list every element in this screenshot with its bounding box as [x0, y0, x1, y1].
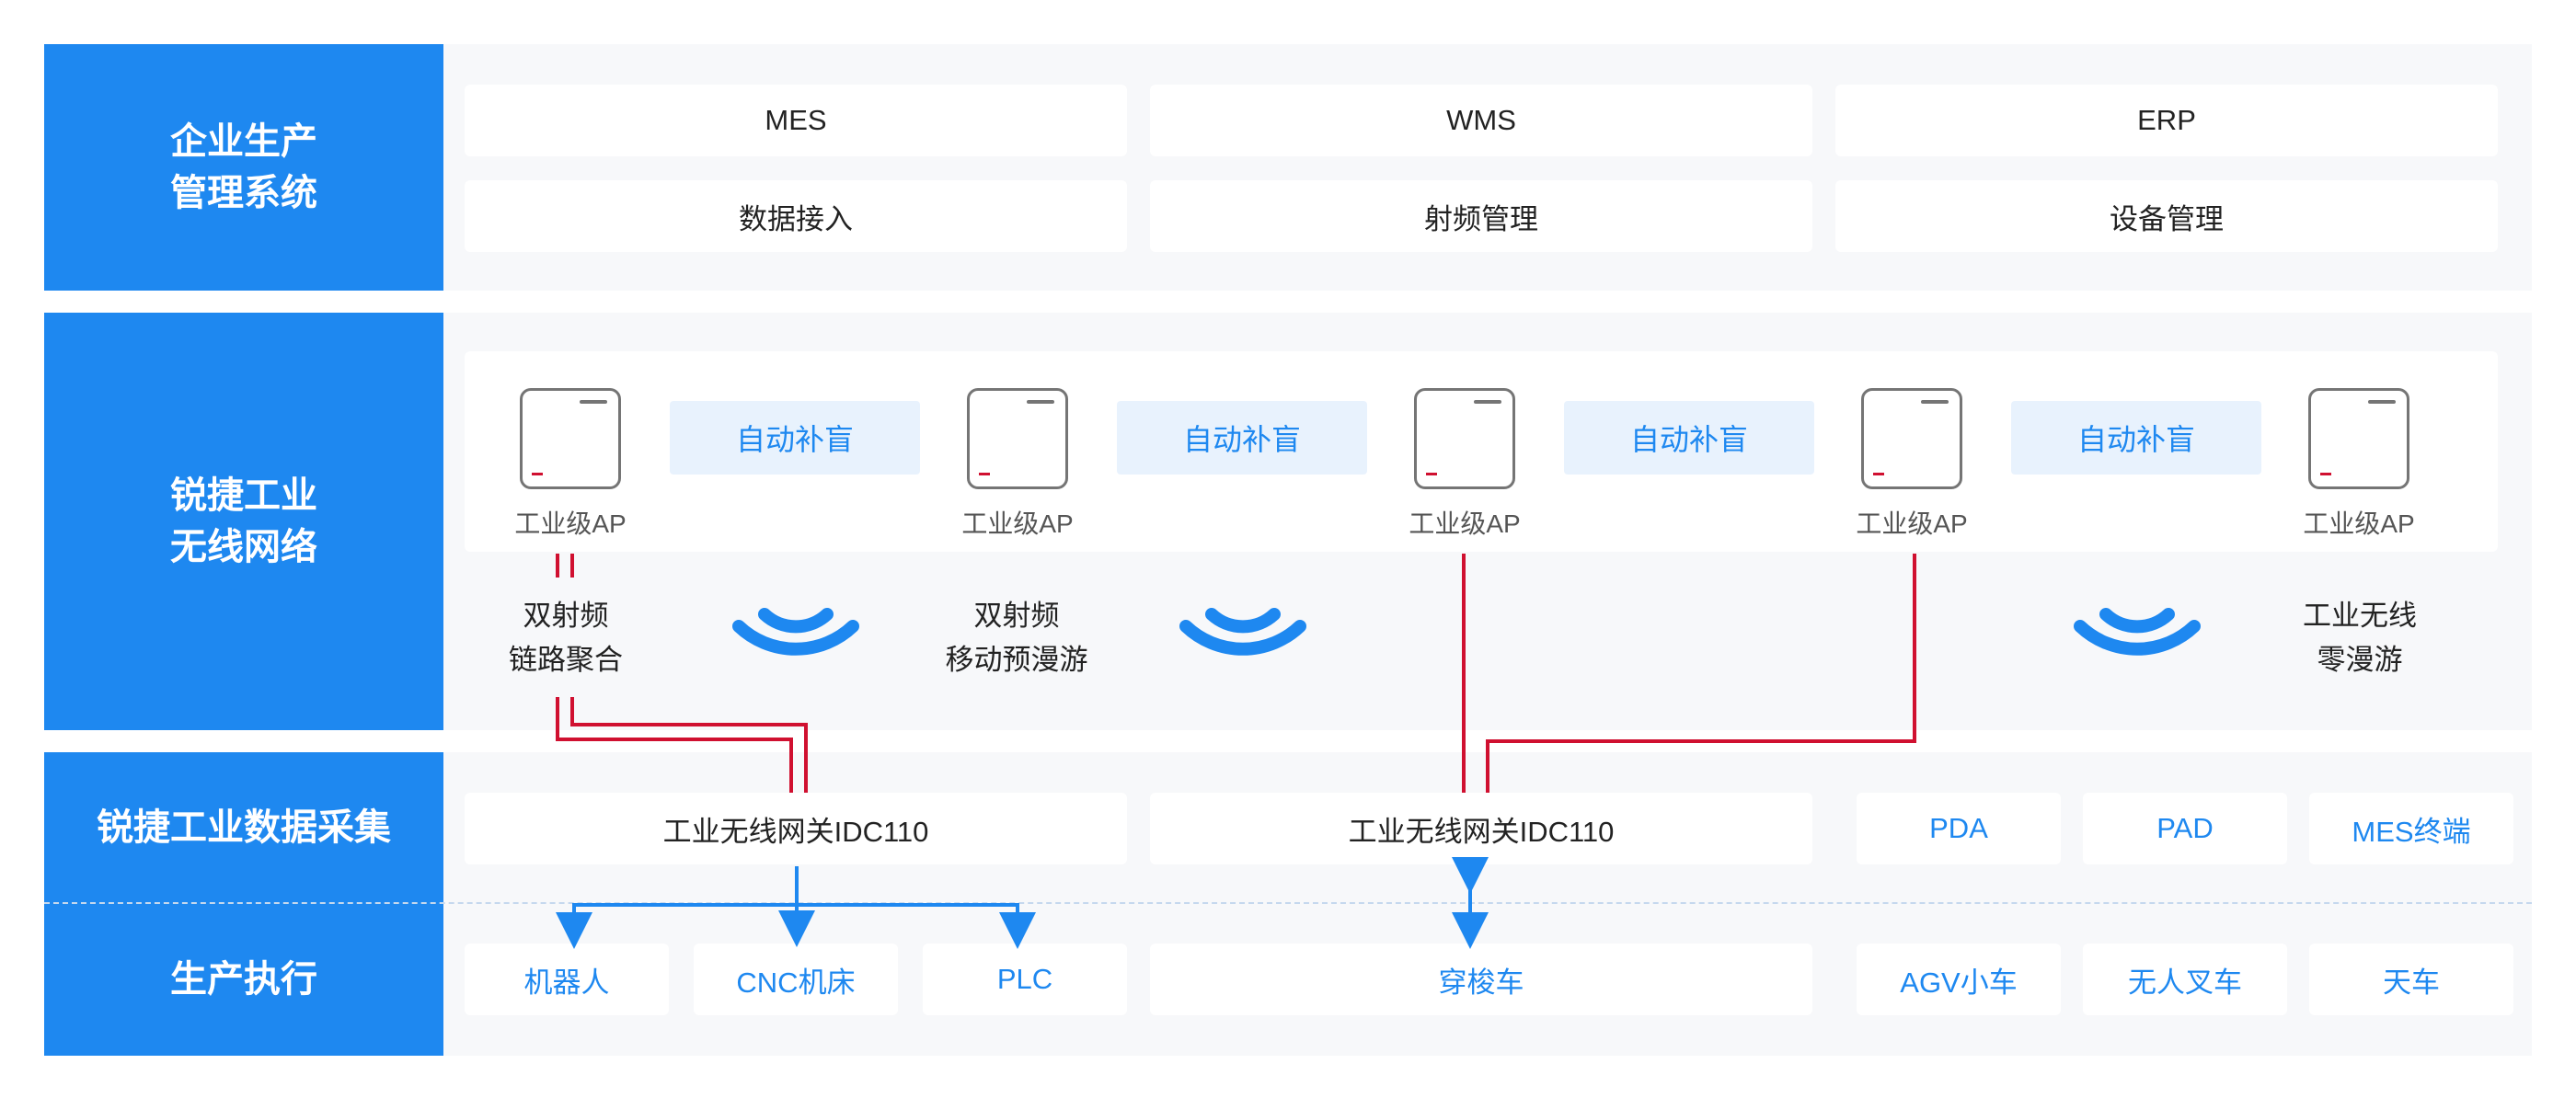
feature-pre-roaming: 双射频 移动预漫游: [915, 594, 1118, 682]
enterprise-layer-title: 企业生产 管理系统: [44, 44, 443, 291]
blue-downlink-lines: [556, 857, 1489, 949]
terminal-mes: MES终端: [2309, 793, 2513, 864]
device-cnc: CNC机床: [694, 944, 898, 1015]
ap-label: 工业级AP: [1856, 509, 1968, 538]
red-uplink-lines: [556, 554, 1916, 793]
wifi-signal-icon: [2074, 608, 2201, 656]
device-crane: 天车: [2309, 944, 2513, 1015]
system-wms: WMS: [1150, 85, 1812, 156]
auto-fill-label: 自动补盲: [1117, 401, 1367, 475]
ap-device-icon: [1414, 388, 1515, 489]
wifi-signal-icon: [732, 608, 859, 656]
enterprise-title-line1: 企业生产: [170, 121, 317, 162]
device-robot: 机器人: [465, 944, 669, 1015]
auto-fill-label: 自动补盲: [1564, 401, 1814, 475]
ap-label: 工业级AP: [514, 509, 627, 538]
ap-device-icon: [1861, 388, 1962, 489]
wireless-title-line2: 无线网络: [170, 527, 317, 567]
auto-fill-label: 自动补盲: [670, 401, 920, 475]
device-forklift: 无人叉车: [2083, 944, 2287, 1015]
wireless-layer-title: 锐捷工业 无线网络: [44, 313, 443, 730]
terminal-pda: PDA: [1857, 793, 2061, 864]
feature-link-aggregation: 双射频 链路聚合: [478, 594, 653, 682]
feature-zero-roaming: 工业无线 零漫游: [2272, 594, 2447, 682]
execution-layer-title: 生产执行: [44, 903, 443, 1056]
feature-line1: 双射频: [523, 600, 609, 632]
wireless-title-line1: 锐捷工业: [170, 475, 317, 516]
device-agv: AGV小车: [1857, 944, 2061, 1015]
function-rf-management: 射频管理: [1150, 180, 1812, 252]
ap-label: 工业级AP: [2303, 509, 2415, 538]
ap-label: 工业级AP: [961, 509, 1074, 538]
wifi-signal-icon: [1179, 608, 1306, 656]
system-mes: MES: [465, 85, 1127, 156]
device-shuttle: 穿梭车: [1150, 944, 1812, 1015]
execution-title: 生产执行: [170, 959, 317, 1000]
auto-fill-label: 自动补盲: [2011, 401, 2261, 475]
collection-title: 锐捷工业数据采集: [97, 807, 391, 848]
gateway-idc110: 工业无线网关IDC110: [1150, 793, 1812, 864]
system-erp: ERP: [1835, 85, 2498, 156]
feature-line2: 移动预漫游: [945, 644, 1088, 676]
terminal-pad: PAD: [2083, 793, 2287, 864]
feature-line1: 工业无线: [2303, 600, 2417, 632]
feature-line2: 零漫游: [2317, 644, 2403, 676]
collection-layer-title: 锐捷工业数据采集: [44, 752, 443, 903]
function-data-access: 数据接入: [465, 180, 1127, 252]
ap-device-icon: [520, 388, 621, 489]
layer-divider: [44, 902, 2532, 904]
ap-device-icon: [2308, 388, 2409, 489]
feature-line2: 链路聚合: [509, 644, 623, 676]
device-plc: PLC: [923, 944, 1127, 1015]
function-device-management: 设备管理: [1835, 180, 2498, 252]
enterprise-title-line2: 管理系统: [170, 173, 317, 213]
ap-device-icon: [967, 388, 1068, 489]
gateway-idc110: 工业无线网关IDC110: [465, 793, 1127, 864]
ap-label: 工业级AP: [1409, 509, 1521, 538]
feature-line1: 双射频: [973, 600, 1060, 632]
